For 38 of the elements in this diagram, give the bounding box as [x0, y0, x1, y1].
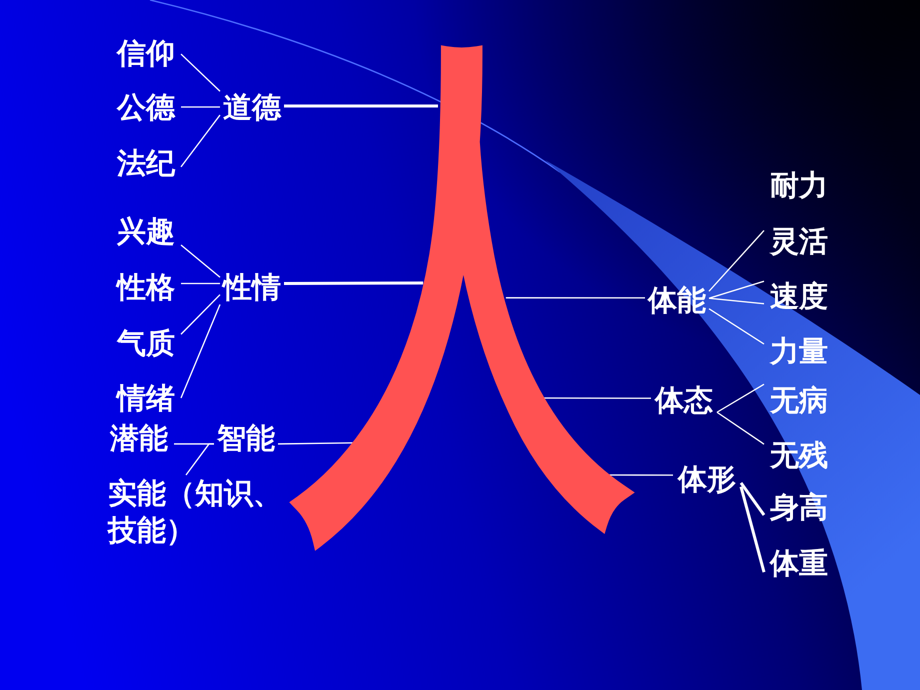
connector-line: [708, 230, 764, 292]
item-label: 气质: [111, 326, 181, 360]
category-label: 体能: [645, 282, 709, 318]
connector-line: [181, 106, 220, 108]
connector-line: [180, 54, 220, 92]
connector-line: [716, 412, 764, 445]
connector-line: [185, 443, 214, 476]
item-label: 身高: [764, 490, 834, 524]
category-label: 体形: [673, 462, 741, 496]
item-label: 潜能: [104, 420, 174, 456]
category-label: 智能: [214, 420, 278, 456]
item-label: 无残: [764, 438, 834, 472]
connector-line: [180, 294, 220, 335]
item-label: 性格: [111, 270, 181, 304]
item-label: 速度: [764, 278, 834, 314]
connector-line: [180, 114, 221, 168]
item-label: 耐力: [764, 168, 834, 202]
connector-line: [180, 304, 221, 398]
category-label: 体态: [651, 382, 717, 418]
item-label: 灵活: [764, 224, 834, 258]
connector-line: [740, 482, 766, 516]
connector-line: [180, 244, 220, 278]
item-label: 实能（知识、技能）: [105, 475, 285, 549]
item-label: 法纪: [111, 146, 181, 180]
item-label: 无病: [764, 382, 834, 418]
item-label: 公德: [111, 90, 181, 124]
connector-line: [716, 384, 764, 413]
connector-line: [708, 308, 764, 345]
item-label: 兴趣: [111, 214, 181, 248]
item-label: 情绪: [111, 380, 181, 416]
connector-line: [740, 486, 766, 572]
item-label: 信仰: [111, 36, 181, 70]
category-label: 道德: [220, 90, 284, 124]
connector-line: [708, 298, 764, 304]
category-label: 性情: [220, 270, 284, 304]
connector-line: [181, 282, 220, 284]
item-label: 体重: [764, 546, 834, 580]
item-label: 力量: [764, 334, 834, 368]
